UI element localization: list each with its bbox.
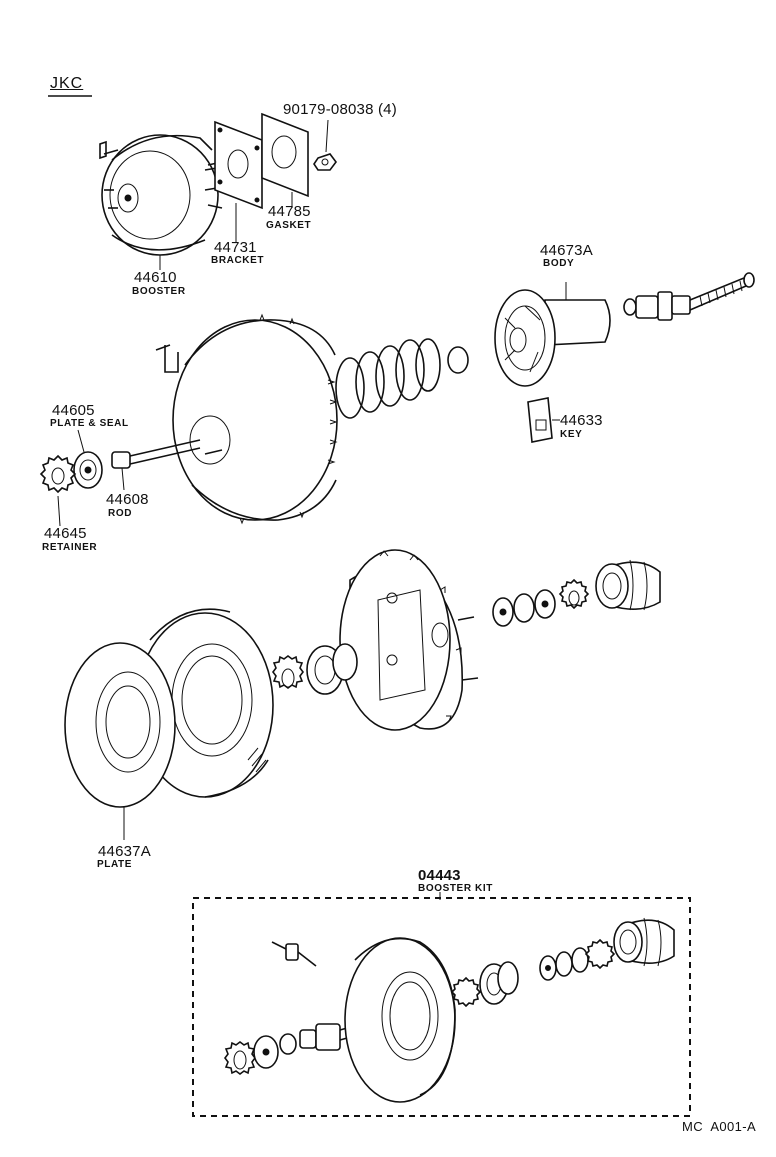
boot-drawing: [595, 559, 661, 611]
bracket-44731-drawing: [214, 120, 263, 242]
part-number-44785: 44785: [268, 203, 311, 220]
part-number-44633: 44633: [560, 412, 603, 429]
part-name-body: BODY: [543, 258, 575, 269]
part-number-44673A: 44673A: [540, 242, 593, 259]
part-name-booster-kit: BOOSTER KIT: [418, 883, 493, 894]
part-name-rod: ROD: [108, 508, 133, 519]
body-44673A-drawing: [494, 282, 611, 387]
part-number-90179-08038: 90179-08038 (4): [283, 101, 397, 118]
plates-44637A-drawing: [64, 608, 274, 840]
plate-seal-44605-drawing: [73, 429, 103, 489]
part-name-gasket: GASKET: [266, 220, 312, 231]
rod-44608-drawing: [111, 439, 201, 491]
part-number-44605: 44605: [52, 402, 95, 419]
part-name-plate: PLATE: [97, 859, 133, 870]
part-number-44608: 44608: [106, 491, 149, 508]
spring-drawing: [335, 338, 469, 419]
part-number-44645: 44645: [44, 525, 87, 542]
part-name-key: KEY: [560, 429, 583, 440]
part-name-booster: BOOSTER: [132, 286, 186, 297]
part-number-44731: 44731: [214, 239, 257, 256]
gasket-44785-drawing: [261, 112, 309, 208]
rear-shell-drawing: [339, 549, 479, 731]
part-name-plate-seal: PLATE & SEAL: [50, 418, 129, 429]
part-number-04443: 04443: [418, 867, 461, 884]
valve-parts-drawing: [492, 578, 590, 627]
kit-parts-drawing: [224, 917, 675, 1103]
retainer-44645-drawing: [39, 454, 77, 527]
seal-rings-drawing: [272, 643, 358, 695]
part-number-44610: 44610: [134, 269, 177, 286]
valve-rod-drawing: [623, 272, 755, 321]
part-name-bracket: BRACKET: [211, 255, 265, 266]
reference-code-label: MC A001-A: [682, 1119, 757, 1134]
nut-90179-drawing: [313, 119, 337, 171]
variant-code-label: JKC: [50, 75, 84, 92]
booster-middle-drawing: [155, 313, 338, 525]
key-44633-drawing: [527, 397, 560, 443]
booster-kit-box: [192, 897, 691, 1117]
part-number-44637A: 44637A: [98, 843, 151, 860]
part-name-retainer: RETAINER: [42, 542, 98, 553]
